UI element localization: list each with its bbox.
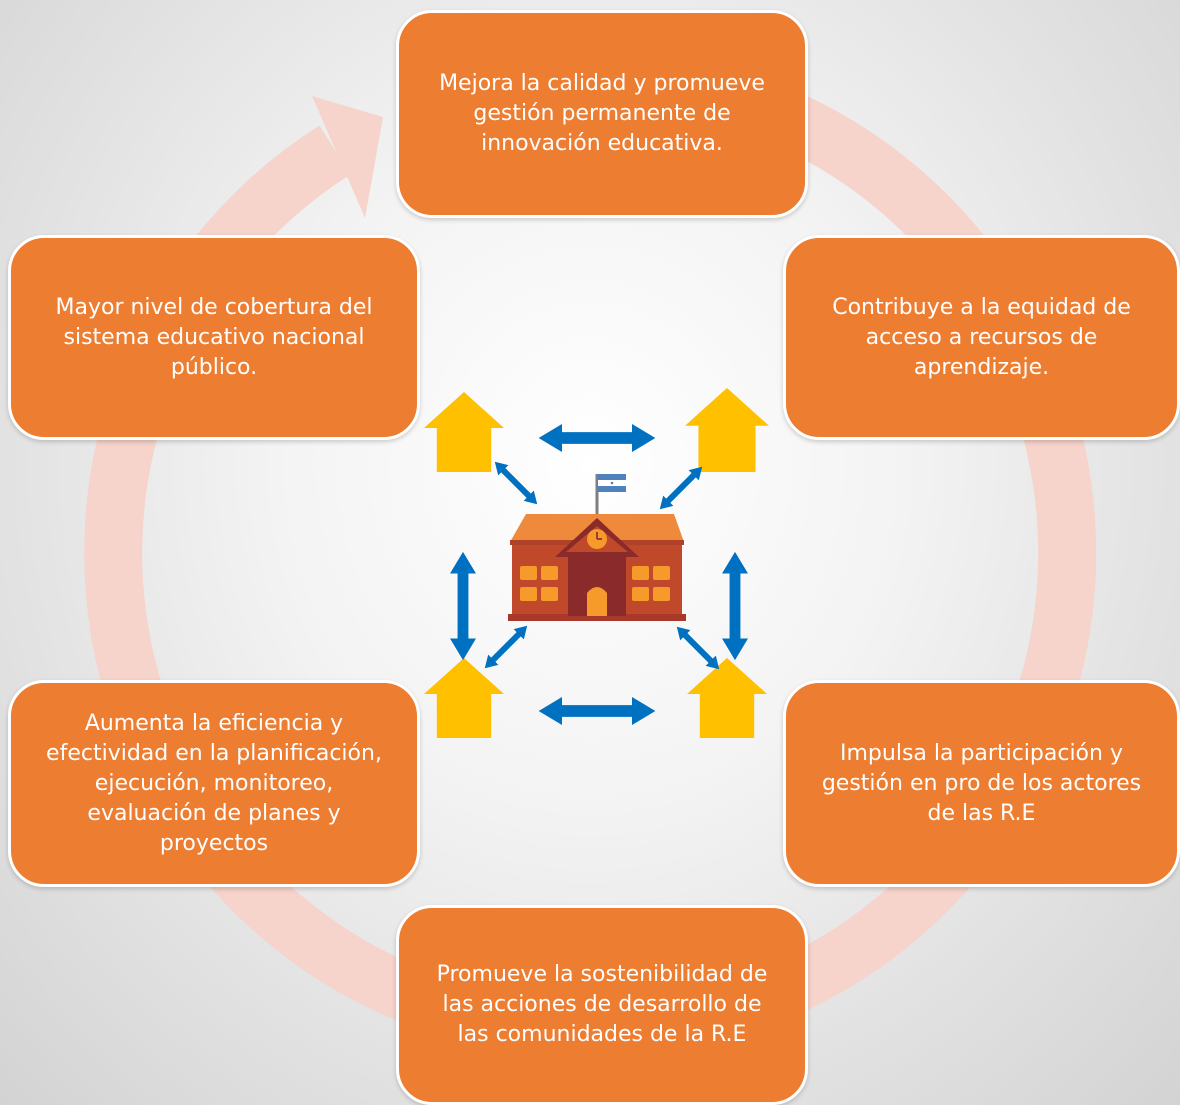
benefit-text-lower-left: Aumenta la eficiencia y efectividad en l… [46, 710, 382, 856]
benefit-box-bottom: Promueve la sostenibilidad de las accion… [396, 905, 808, 1105]
benefit-box-lower-right: Impulsa la participación y gestión en pr… [783, 680, 1180, 887]
benefit-text-upper-right: Contribuye a la equidad de acceso a recu… [832, 294, 1131, 380]
arrow-diagonal-bottom-right [671, 621, 725, 675]
clock-icon [587, 529, 607, 549]
house-icon-top-right [685, 388, 769, 472]
arrow-horizontal-bottom [538, 697, 656, 725]
benefit-text-lower-right: Impulsa la participación y gestión en pr… [821, 740, 1142, 826]
house-icon-bottom-right [687, 658, 767, 738]
cycle-arrowhead [312, 96, 383, 218]
benefit-box-top: Mejora la calidad y promueve gestión per… [396, 10, 808, 218]
school-door [587, 587, 607, 616]
arrow-horizontal-top [538, 424, 656, 452]
arrow-vertical-right [722, 551, 748, 661]
house-icon-top-left [424, 392, 504, 472]
house-icon-bottom-left [424, 658, 504, 738]
benefit-text-bottom: Promueve la sostenibilidad de las accion… [436, 962, 768, 1047]
arrow-diagonal-top-left [489, 456, 543, 510]
benefit-text-upper-left: Mayor nivel de cobertura del sistema edu… [55, 294, 373, 380]
benefit-box-upper-right: Contribuye a la equidad de acceso a recu… [783, 235, 1180, 440]
school-windows [520, 566, 670, 601]
school-building-icon [508, 474, 686, 621]
flag-icon [598, 474, 626, 492]
arrow-diagonal-top-right [654, 461, 708, 515]
benefit-text-top: Mejora la calidad y promueve gestión per… [439, 71, 765, 156]
arrow-diagonal-bottom-left [479, 620, 533, 674]
arrow-vertical-left [450, 551, 476, 661]
benefit-box-upper-left: Mayor nivel de cobertura del sistema edu… [8, 235, 420, 440]
benefit-box-lower-left: Aumenta la eficiencia y efectividad en l… [8, 680, 420, 887]
